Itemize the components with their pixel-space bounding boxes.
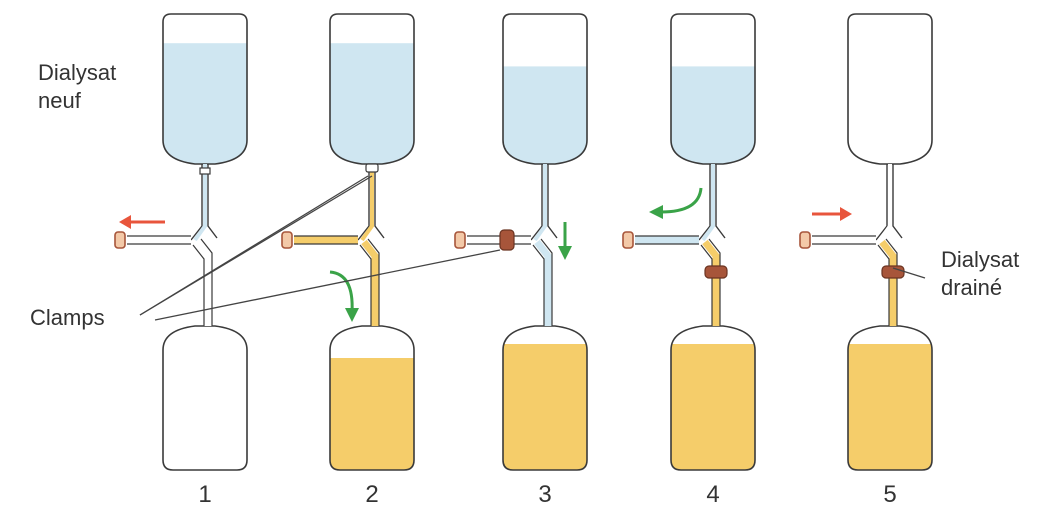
step-number-1: 1 [198, 481, 211, 508]
clamp [365, 163, 379, 173]
drained-dialysate-fill [330, 358, 414, 470]
fresh-dialysate-label-line2: neuf [38, 88, 82, 113]
step-3-unit [454, 13, 588, 471]
step-number-3: 3 [538, 481, 551, 508]
lower-tube [879, 239, 897, 326]
fresh-dialysate-fill [671, 66, 755, 164]
drainage-bag [329, 325, 415, 471]
fresh-dialysate-label-line1: Dialysat [38, 60, 116, 85]
step-2-unit [281, 13, 415, 471]
drainage-bag [670, 325, 756, 471]
clamp-leader-lines [139, 175, 926, 321]
fresh-dialysate-bag [329, 13, 415, 165]
patient-connector-cap [799, 231, 811, 249]
clamps-label: Clamps [30, 305, 105, 330]
upper-tube [533, 164, 547, 242]
step-5-unit [799, 13, 933, 471]
flow-arrow-outflow-red [119, 215, 165, 229]
lower-tube [361, 239, 379, 326]
upper-tube [701, 164, 715, 242]
clamp [704, 265, 728, 279]
flow-arrow-drain-green [329, 270, 359, 322]
patient-connector-cap [281, 231, 293, 249]
patient-connector-cap [454, 231, 466, 249]
fresh-dialysate-fill [330, 43, 414, 164]
flow-arrow-return-red [812, 207, 852, 221]
fresh-dialysate-fill [163, 43, 247, 164]
lower-tube [194, 239, 212, 326]
lower-tube [534, 239, 552, 326]
patient-connector-cap [622, 231, 634, 249]
drained-dialysate-fill [503, 344, 587, 470]
step-4-unit [622, 13, 756, 471]
drained-dialysate-fill [848, 344, 932, 470]
leader-line-clamp-3 [154, 249, 501, 321]
patient-connector-cap [114, 231, 126, 249]
step-1-unit [114, 13, 248, 471]
drainage-bag [162, 325, 248, 471]
leader-line-drained [892, 267, 926, 279]
drainage-bag [502, 325, 588, 471]
fresh-dialysate-bag [847, 13, 933, 165]
step-number-4: 4 [706, 481, 719, 508]
fresh-dialysate-bag [502, 13, 588, 165]
upper-tube [193, 164, 207, 242]
upper-tube [878, 164, 892, 242]
drained-dialysate-label-line1: Dialysat [941, 247, 1019, 272]
fresh-dialysate-fill [503, 66, 587, 164]
step-number-5: 5 [883, 481, 896, 508]
flow-arrow-flush-green [558, 222, 572, 260]
step-number-2: 2 [365, 481, 378, 508]
clamp [499, 229, 515, 251]
drainage-bag [847, 325, 933, 471]
lower-tube [702, 239, 720, 326]
drained-dialysate-label-line2: drainé [941, 275, 1002, 300]
clamp [199, 167, 211, 175]
clamp [881, 265, 905, 279]
leader-line-clamp-2b [139, 175, 373, 316]
flow-arrow-inflow-green [649, 187, 703, 219]
drained-dialysate-fill [671, 344, 755, 470]
fresh-dialysate-bag [162, 13, 248, 165]
fresh-dialysate-bag [670, 13, 756, 165]
upper-tube [360, 164, 374, 242]
